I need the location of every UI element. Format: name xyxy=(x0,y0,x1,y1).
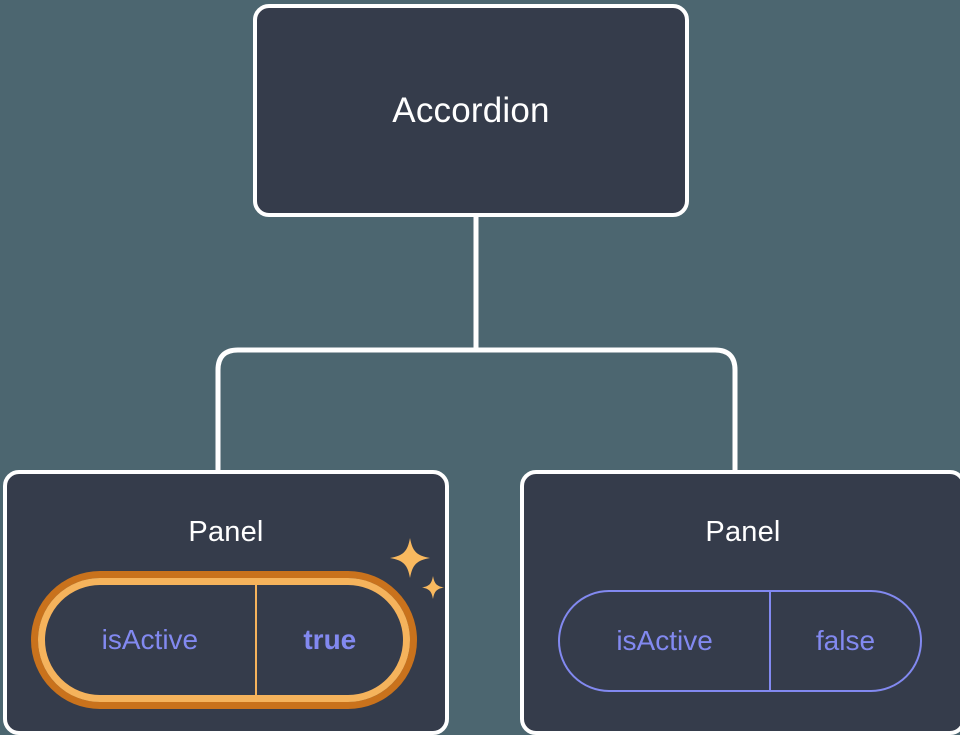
node-panel-inactive-label: Panel xyxy=(705,516,781,548)
prop-key-label: isActive xyxy=(616,625,713,656)
node-panel-active-label: Panel xyxy=(188,516,264,548)
connector-branch-right xyxy=(476,347,738,470)
prop-pill-isactive-true[interactable]: isActive true xyxy=(38,578,410,702)
node-accordion-label: Accordion xyxy=(392,90,550,130)
prop-pill-divider xyxy=(769,592,771,690)
prop-value-label: true xyxy=(303,624,357,655)
connector-branch-left xyxy=(215,347,476,470)
prop-pill-isactive-false[interactable]: isActive false xyxy=(558,590,922,692)
prop-pill-divider xyxy=(254,585,257,695)
prop-key-label: isActive xyxy=(101,624,199,655)
node-accordion[interactable]: Accordion xyxy=(253,4,689,217)
prop-value-label: false xyxy=(815,625,876,656)
